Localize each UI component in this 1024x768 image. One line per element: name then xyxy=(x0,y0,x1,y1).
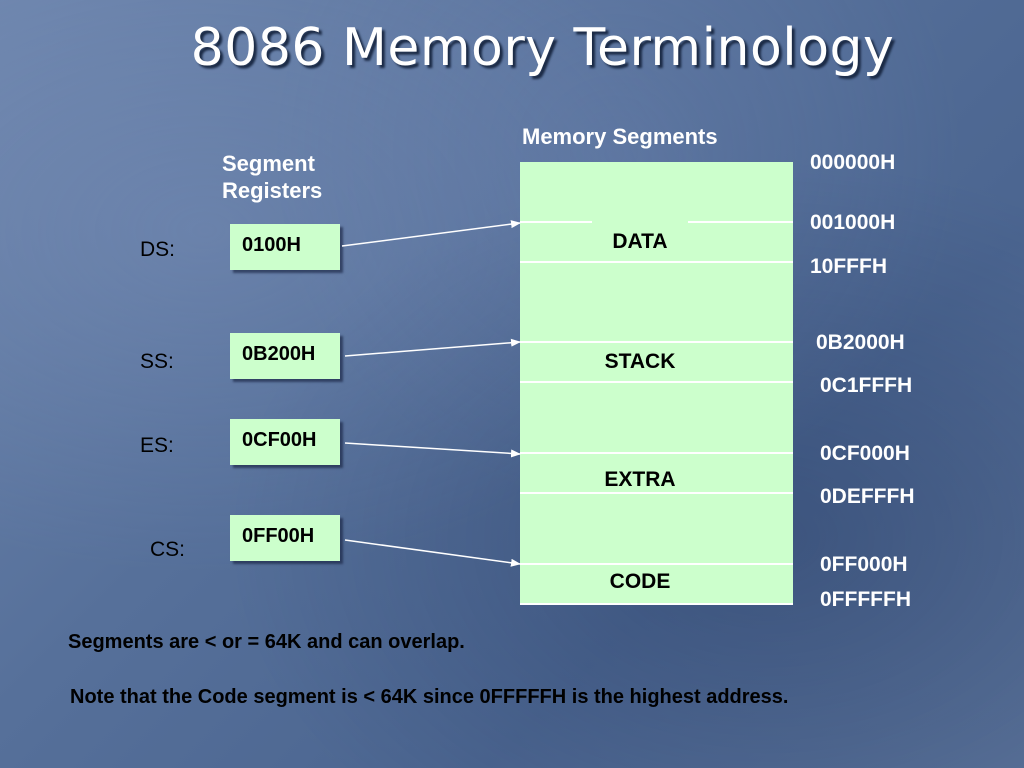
address-label: 001000H xyxy=(810,211,896,234)
address-label: 0FF000H xyxy=(820,553,908,576)
register-value-es: 0CF00H xyxy=(242,429,317,451)
address-label: 0DEFFFH xyxy=(820,485,915,508)
register-name-ss: SS: xyxy=(140,350,174,373)
segment-stack: STACK xyxy=(520,341,793,383)
register-name-ds: DS: xyxy=(140,238,176,261)
segment-code: CODE xyxy=(520,563,793,605)
overlap-note: Segments are < or = 64K and can overlap. xyxy=(68,631,465,653)
register-value-ss: 0B200H xyxy=(242,343,316,365)
register-name-cs: CS: xyxy=(150,538,186,561)
segment-label-data: DATA xyxy=(612,230,668,253)
code-segment-note: Note that the Code segment is < 64K sinc… xyxy=(70,686,789,708)
arrow-es-to-extra xyxy=(344,442,521,458)
address-label: 000000H xyxy=(810,151,896,174)
register-box-ss: 0B200H xyxy=(230,333,340,379)
segment-registers-title-line2: Registers xyxy=(222,178,323,203)
register-box-ds: 0100H xyxy=(230,224,340,270)
address-label: 0CF000H xyxy=(820,442,910,465)
register-name-es: ES: xyxy=(140,434,174,457)
segment-label-extra: EXTRA xyxy=(604,468,676,491)
address-label: 0FFFFFH xyxy=(820,588,911,611)
register-value-cs: 0FF00H xyxy=(242,525,315,547)
segment-label-code: CODE xyxy=(609,570,671,593)
address-label: 0C1FFFH xyxy=(820,374,913,397)
register-box-cs: 0FF00H xyxy=(230,515,340,561)
arrow-ds-to-data xyxy=(341,220,521,247)
memory-segments-title: Memory Segments xyxy=(522,124,718,149)
memory-block xyxy=(520,162,793,605)
address-label: 10FFFH xyxy=(810,255,888,278)
segment-extra: EXTRA xyxy=(520,452,793,494)
register-value-ds: 0100H xyxy=(242,234,301,256)
register-box-es: 0CF00H xyxy=(230,419,340,465)
address-label: 0B2000H xyxy=(816,331,905,354)
data-label-notch xyxy=(592,218,688,224)
slide-title: 8086 Memory Terminology xyxy=(190,18,895,78)
segment-registers-title-line1: Segment xyxy=(222,151,315,176)
segment-label-stack: STACK xyxy=(604,350,676,373)
arrow-ss-to-stack xyxy=(344,338,521,357)
segment-registers-title: Segment Registers xyxy=(222,150,322,204)
arrow-cs-to-code xyxy=(344,539,521,567)
